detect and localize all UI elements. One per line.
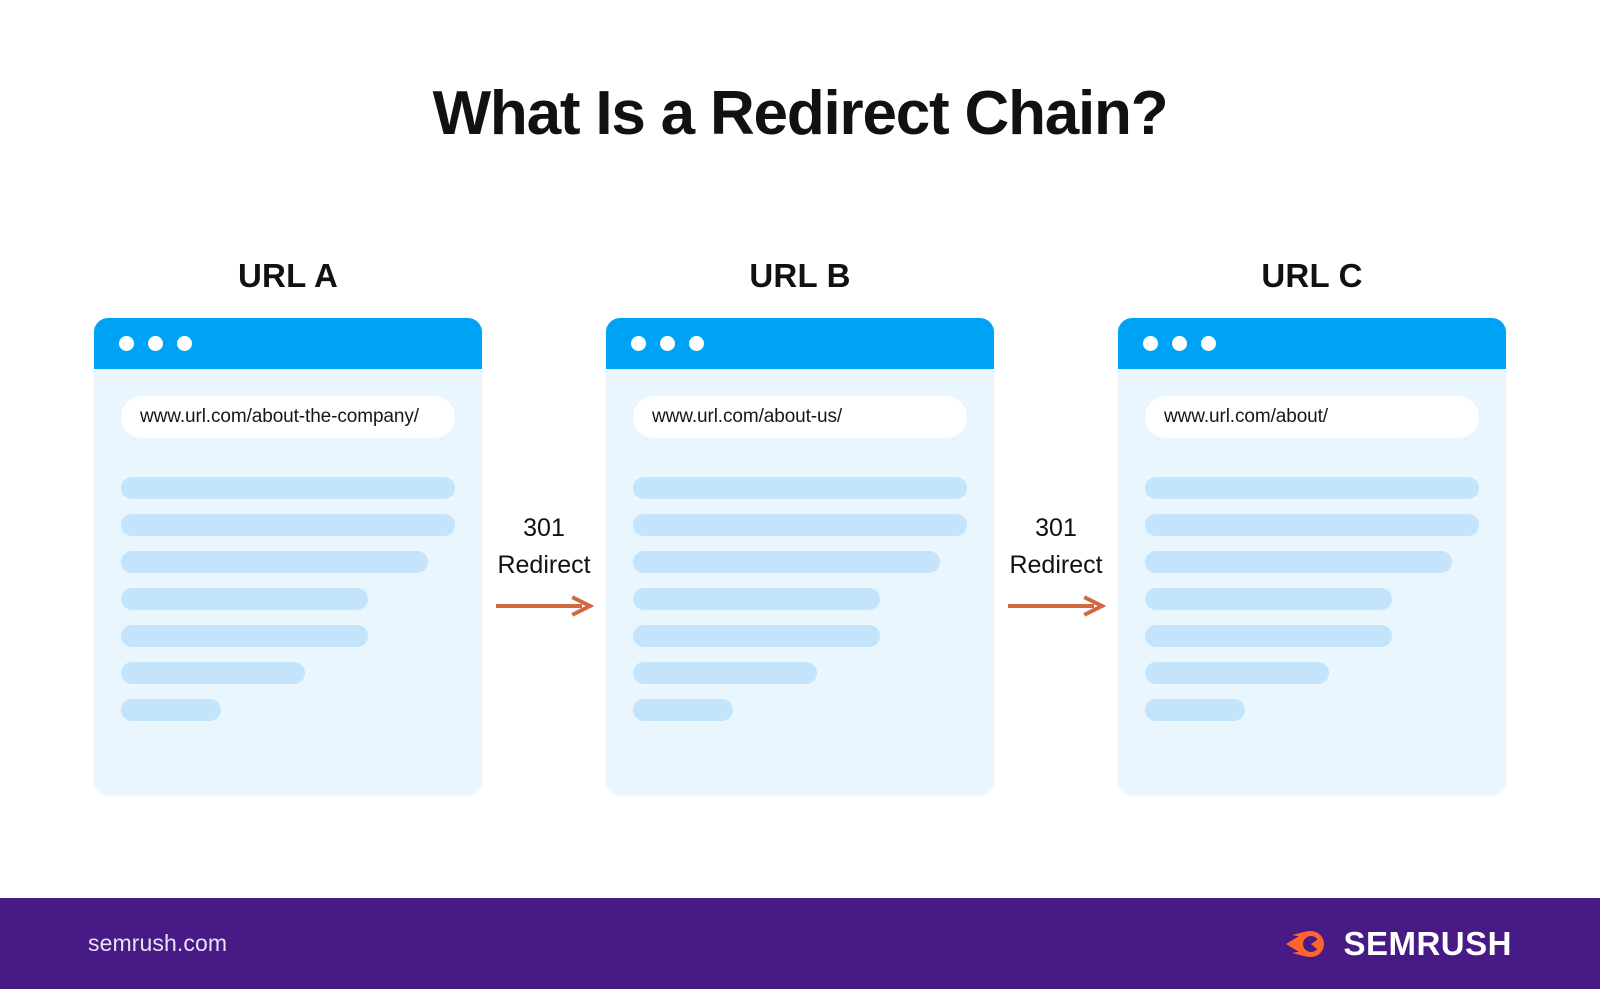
content-bar [633,662,817,684]
step-label-url-c: URL C [1261,257,1363,294]
footer-bar: semrush.com SEMRUSH [0,898,1600,989]
url-bar-url-b[interactable]: www.url.com/about-us/ [633,396,967,438]
browser-body-url-a: www.url.com/about-the-company/ [94,369,482,795]
content-bar [121,588,369,610]
semrush-wordmark: SEMRUSH [1343,924,1512,962]
step-label-url-a: URL A [238,257,338,294]
semrush-comet-icon [1286,930,1325,957]
browser-chrome-url-a [94,318,482,369]
content-bar [633,588,881,610]
browser-chrome-url-b [606,318,994,369]
redirect-connector-1: 301 Redirect [483,255,605,617]
browser-window-url-b: www.url.com/about-us/ [606,318,994,795]
semrush-brand-logo[interactable]: SEMRUSH [1284,924,1512,964]
content-bar [633,625,881,647]
content-bar [633,514,967,536]
redirect-action-2: Redirect [1009,551,1103,579]
redirect-code-2: 301 [1035,514,1077,542]
url-bar-url-c[interactable]: www.url.com/about/ [1145,396,1479,438]
content-bar [121,662,305,684]
window-dot-icon [660,336,675,351]
redirect-action-1: Redirect [497,551,591,579]
content-bar [1145,625,1393,647]
redirect-step-url-b: URL B www.url.com/about-us/ [605,255,995,795]
window-dot-icon [148,336,163,351]
content-bar [1145,699,1246,721]
content-bar [121,514,455,536]
footer-site-url[interactable]: semrush.com [88,930,228,956]
content-bar [121,477,455,499]
window-dot-icon [631,336,646,351]
content-bar [633,551,941,573]
content-bar [633,699,734,721]
content-placeholder-bars-url-c [1145,477,1479,721]
redirect-connector-2: 301 Redirect [995,255,1117,617]
window-dot-icon [119,336,134,351]
content-bar [633,477,967,499]
redirect-step-url-a: URL A www.url.com/about-the-company/ [93,255,483,795]
redirect-code-1: 301 [523,514,565,542]
content-bar [1145,662,1329,684]
page-title: What Is a Redirect Chain? [432,79,1169,148]
content-bar [1145,588,1393,610]
arrow-right-icon [496,595,594,617]
content-bar [121,551,429,573]
content-bar [1145,551,1453,573]
window-dot-icon [177,336,192,351]
browser-window-url-a: www.url.com/about-the-company/ [94,318,482,795]
content-bar [1145,514,1479,536]
window-dot-icon [1201,336,1216,351]
window-dot-icon [689,336,704,351]
redirect-step-url-c: URL C www.url.com/about/ [1117,255,1507,795]
content-bar [121,699,222,721]
window-dot-icon [1172,336,1187,351]
browser-body-url-c: www.url.com/about/ [1118,369,1506,795]
step-label-url-b: URL B [749,257,851,294]
content-placeholder-bars-url-a [121,477,455,721]
browser-window-url-c: www.url.com/about/ [1118,318,1506,795]
content-bar [1145,477,1479,499]
window-dot-icon [1143,336,1158,351]
content-bar [121,625,369,647]
browser-chrome-url-c [1118,318,1506,369]
redirect-chain-diagram: URL A www.url.com/about-the-company/ [0,255,1600,815]
browser-body-url-b: www.url.com/about-us/ [606,369,994,795]
url-bar-url-a[interactable]: www.url.com/about-the-company/ [121,396,455,438]
content-placeholder-bars-url-b [633,477,967,721]
arrow-right-icon [1008,595,1106,617]
